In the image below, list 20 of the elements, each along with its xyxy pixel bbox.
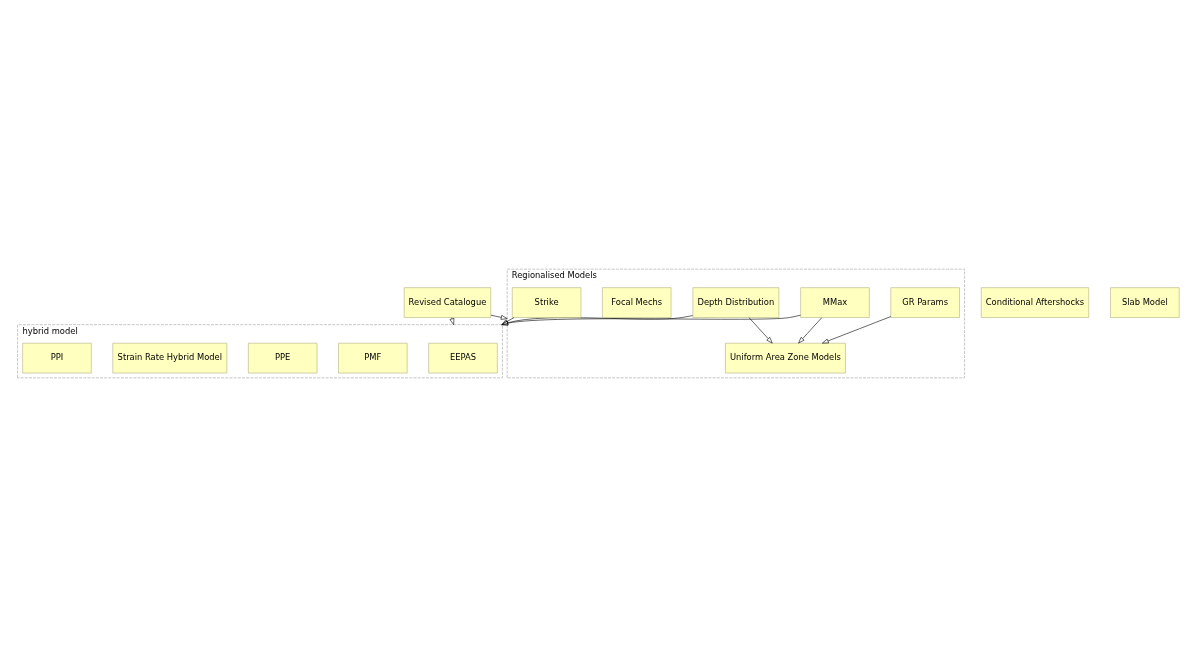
arrow: [798, 316, 822, 343]
arrow: [501, 314, 801, 325]
arrow: [501, 316, 515, 325]
node-box: Depth Distribution: [692, 286, 780, 318]
node-box: Strike: [511, 286, 582, 318]
node-box: Slab Model: [1110, 286, 1180, 318]
node-box: MMax: [800, 286, 870, 318]
node-box: EEPAS: [428, 342, 498, 373]
node-box: Uniform Area Zone Models: [725, 342, 846, 373]
node-box: Strain Rate Hybrid Model: [112, 342, 228, 373]
arrow: [490, 314, 508, 320]
arrow: [501, 314, 693, 325]
arrow: [748, 316, 773, 343]
arrow: [822, 315, 892, 343]
node-box: GR Params: [890, 286, 960, 318]
node-box: PMF: [338, 342, 408, 373]
node-box: Conditional Aftershocks: [980, 286, 1090, 318]
node-box: Focal Mechs: [602, 286, 672, 318]
node-box: PPE: [248, 342, 318, 373]
node-box: PPI: [22, 342, 92, 373]
